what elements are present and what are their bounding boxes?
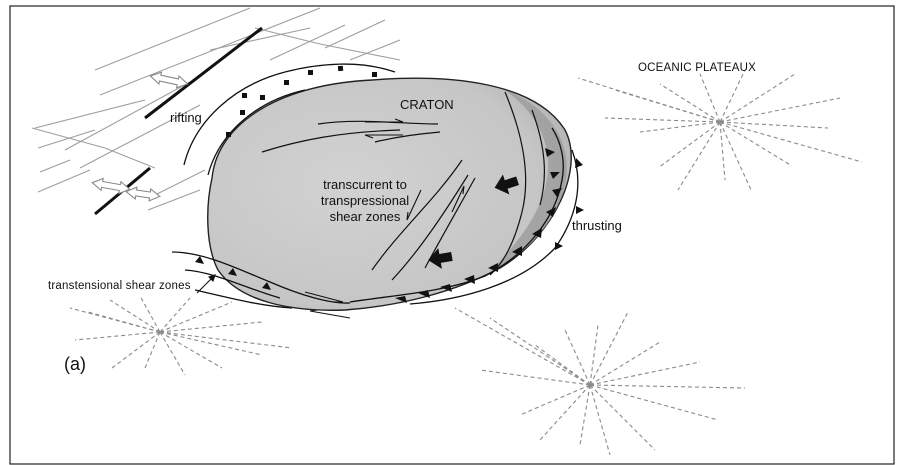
plateau-sw	[69, 295, 293, 376]
shear-sense-arrows	[304, 118, 465, 319]
label-pointers	[196, 274, 216, 294]
figure-frame	[9, 5, 895, 465]
transcurrent-label: transcurrent to transpressional shear zo…	[320, 177, 410, 224]
internal-shear-zones	[261, 91, 545, 281]
craton-label: CRATON	[400, 97, 454, 112]
plateau-ne	[577, 69, 863, 193]
southeast-thrust-front	[409, 149, 579, 305]
panel-label: (a)	[64, 354, 86, 374]
rift-arrow-3	[125, 186, 161, 202]
convergence-arrow-2	[428, 248, 453, 269]
rifting-arrows	[91, 71, 189, 202]
northwest-fault-belt	[183, 63, 396, 166]
craton-body	[207, 77, 572, 311]
craton	[207, 77, 572, 311]
rifting-label: rifting	[170, 110, 202, 125]
transtensional-belt	[171, 251, 351, 304]
convergence-arrows	[428, 174, 519, 269]
rift-arrow-2	[91, 177, 131, 195]
craton-east-shading	[490, 90, 567, 272]
thrusting-label: thrusting	[572, 218, 622, 233]
rift-grid	[31, 7, 401, 211]
convergence-arrow-1	[494, 174, 519, 195]
ridge-axis-north	[144, 26, 263, 120]
oceanic-plateaux-label: OCEANIC PLATEAUX	[638, 62, 757, 74]
marginal-faults	[171, 63, 579, 309]
fault-teeth	[195, 65, 584, 303]
transtensional-label: transtensional shear zones	[48, 280, 191, 292]
plateau-se	[454, 307, 746, 456]
rift-arrow-1	[149, 71, 189, 89]
